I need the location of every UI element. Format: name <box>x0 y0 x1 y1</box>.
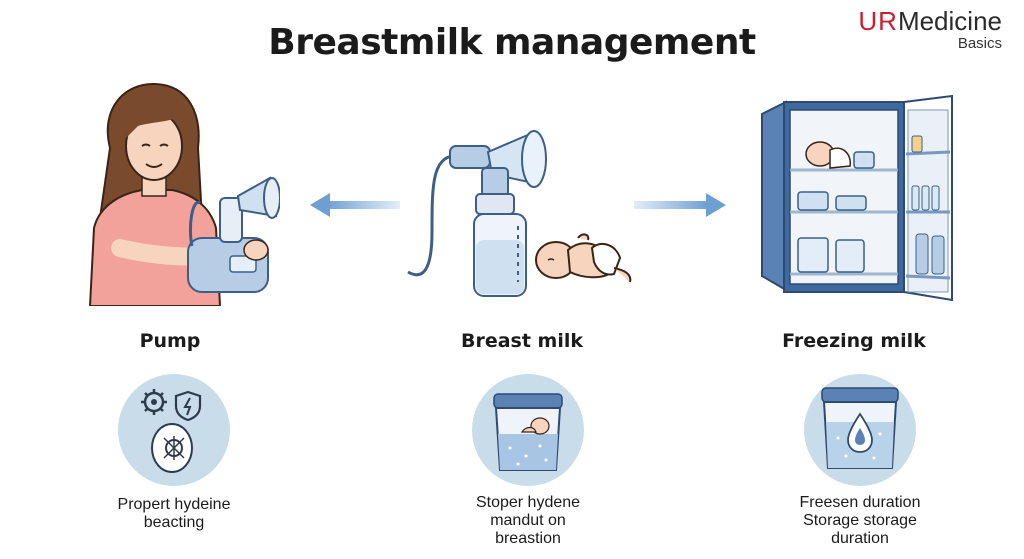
milk-container-circle-icon <box>472 374 584 486</box>
woman-pumping-illustration <box>88 82 280 306</box>
caption-breast-milk: Stoper hydene mandut on breastion <box>475 494 581 547</box>
hygiene-circle-icon <box>118 374 230 486</box>
gear-icon <box>141 389 167 415</box>
drop-icon <box>847 412 873 453</box>
baby-icon <box>520 417 550 435</box>
arrow-left-icon <box>310 193 400 217</box>
arrow-right-icon <box>634 193 726 217</box>
brand-sub: Basics <box>957 35 1002 52</box>
breast-pump-baby-illustration <box>407 130 632 297</box>
frozen-container-circle-icon <box>804 374 916 486</box>
germ-icon <box>151 423 193 473</box>
panel-label-breast-milk: Breast milk <box>460 330 584 352</box>
brand-logo: URMedicine Basics <box>858 8 1002 51</box>
shield-icon <box>174 390 202 422</box>
refrigerator-illustration <box>761 94 953 302</box>
brand-ur: UR <box>858 6 898 36</box>
caption-freezing-milk: Freesen duration Storage storage duratio… <box>799 494 921 547</box>
panel-label-pump: Pump <box>139 330 201 352</box>
brand-name: Medicine <box>897 6 1002 36</box>
panel-label-freezing-milk: Freezing milk <box>782 330 926 352</box>
caption-pump: Propert hydeine beacting <box>117 496 231 531</box>
page-title: Breastmilk management <box>268 22 756 63</box>
